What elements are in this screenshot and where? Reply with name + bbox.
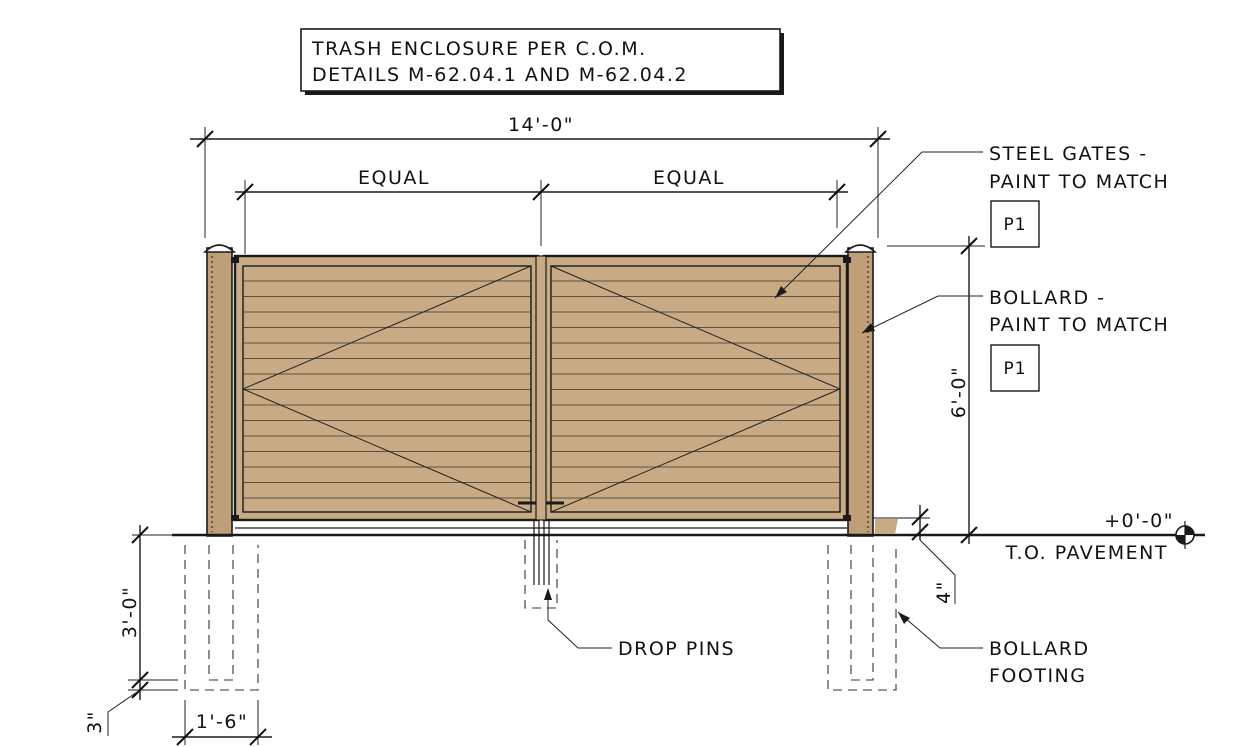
bollard-material-tag: P1 (1003, 359, 1026, 379)
curb-fill (875, 519, 898, 534)
bollard-body (206, 247, 233, 537)
footing-depth-label: 3'-0" (119, 586, 141, 639)
leader-arrow (775, 286, 787, 298)
sleeve-outline (524, 540, 558, 609)
leader-line (861, 295, 983, 334)
overall-width-label: 14'-0" (508, 114, 574, 136)
tick-mark (828, 183, 846, 201)
hinge (843, 515, 851, 521)
left-leaf-label: EQUAL (358, 167, 430, 189)
tick-mark (236, 183, 254, 201)
curb-dimension: 4" (911, 505, 956, 604)
footing-depth-dimension: 3'-0" 3" (84, 525, 178, 736)
bollard-callout-line-1: BOLLARD - (989, 287, 1106, 309)
elevation-marker: +0'-0" T.O. PAVEMENT (1005, 510, 1195, 564)
pavement (172, 517, 1205, 537)
leader-line (774, 151, 983, 299)
gate-leaf-frame (542, 254, 849, 522)
bollard-callout-line-2: PAINT TO MATCH (989, 314, 1169, 336)
curb-label: 4" (933, 580, 955, 604)
leader-arrow (544, 588, 552, 600)
hinge (231, 515, 239, 521)
gates-callout-line-1: STEEL GATES - (989, 143, 1148, 165)
center-stile (535, 255, 547, 521)
gate-right (542, 254, 849, 522)
gate-brace (242, 388, 532, 513)
gate-slats (243, 280, 531, 499)
footing-left (184, 545, 259, 691)
tick-mark (911, 508, 929, 526)
hinge (231, 257, 239, 263)
height-label: 6'-0" (948, 366, 970, 419)
bollard-right (844, 244, 878, 537)
tick-mark (960, 237, 978, 255)
leader-arrow (862, 323, 875, 333)
datum-quadrant (1185, 526, 1194, 535)
drop-pin-sleeve (524, 520, 558, 609)
tick-mark (249, 728, 267, 746)
footing-base-label: 3" (84, 710, 106, 734)
bollard-embed (850, 545, 874, 681)
gates-material-tag: P1 (1003, 215, 1026, 235)
datum-quadrant (1176, 535, 1185, 544)
footing-outline (184, 545, 259, 691)
gate-brace (550, 265, 841, 390)
tick-mark (196, 130, 214, 148)
right-leaf-label: EQUAL (653, 167, 725, 189)
gate-leaf-frame (233, 254, 540, 522)
bollard-embed (208, 545, 234, 681)
tick-mark (176, 728, 194, 746)
gates-callout-line-2: PAINT TO MATCH (989, 171, 1169, 193)
tick-mark (960, 526, 978, 544)
material-tag-box (990, 200, 1040, 248)
leader-line (919, 539, 956, 604)
material-tag-box (990, 344, 1040, 392)
gate-brace (242, 265, 532, 390)
callout-bollard: BOLLARD - PAINT TO MATCH P1 (861, 287, 1169, 392)
footing-callout-line-1: BOLLARD (989, 638, 1090, 660)
gate-brace (550, 388, 841, 513)
leader-line (547, 590, 612, 649)
bollard-cap (844, 244, 878, 253)
callout-drop-pins: DROP PINS (544, 588, 735, 660)
leader-line (107, 689, 141, 736)
callout-bollard-footing: BOLLARD FOOTING (897, 611, 1090, 687)
bollard-left (203, 244, 237, 537)
pavement-label: T.O. PAVEMENT (1005, 542, 1168, 564)
tick-mark (131, 671, 149, 689)
elevation-label: +0'-0" (1104, 510, 1174, 532)
footing-width-dimension: 1'-6" (172, 700, 272, 746)
footing-outline (827, 545, 897, 691)
footing-callout-line-2: FOOTING (989, 665, 1086, 687)
hinge (843, 257, 851, 263)
drop-pins-label: DROP PINS (618, 638, 735, 660)
footing-width-label: 1'-6" (196, 711, 249, 733)
tick-mark (911, 523, 929, 541)
title-line-2: DETAILS M-62.04.1 AND M-62.04.2 (312, 64, 688, 86)
leader-line (897, 611, 983, 649)
overall-width-dimension: 14'-0" (190, 114, 890, 238)
height-dimension: 6'-0" (887, 236, 985, 544)
leader-arrow (898, 612, 910, 624)
tick-mark (532, 183, 550, 201)
bollard-cap (203, 244, 237, 253)
callout-steel-gates: STEEL GATES - PAINT TO MATCH P1 (774, 143, 1169, 299)
footing-right (827, 545, 897, 691)
gate-left (233, 254, 540, 522)
tick-mark (869, 130, 887, 148)
bollard-body (847, 247, 874, 537)
title-block: TRASH ENCLOSURE PER C.O.M. DETAILS M-62.… (300, 28, 784, 95)
leaf-width-dimensions: EQUAL EQUAL (235, 167, 848, 254)
tick-mark (131, 526, 149, 544)
title-line-1: TRASH ENCLOSURE PER C.O.M. (311, 38, 647, 60)
title-box (300, 28, 781, 92)
